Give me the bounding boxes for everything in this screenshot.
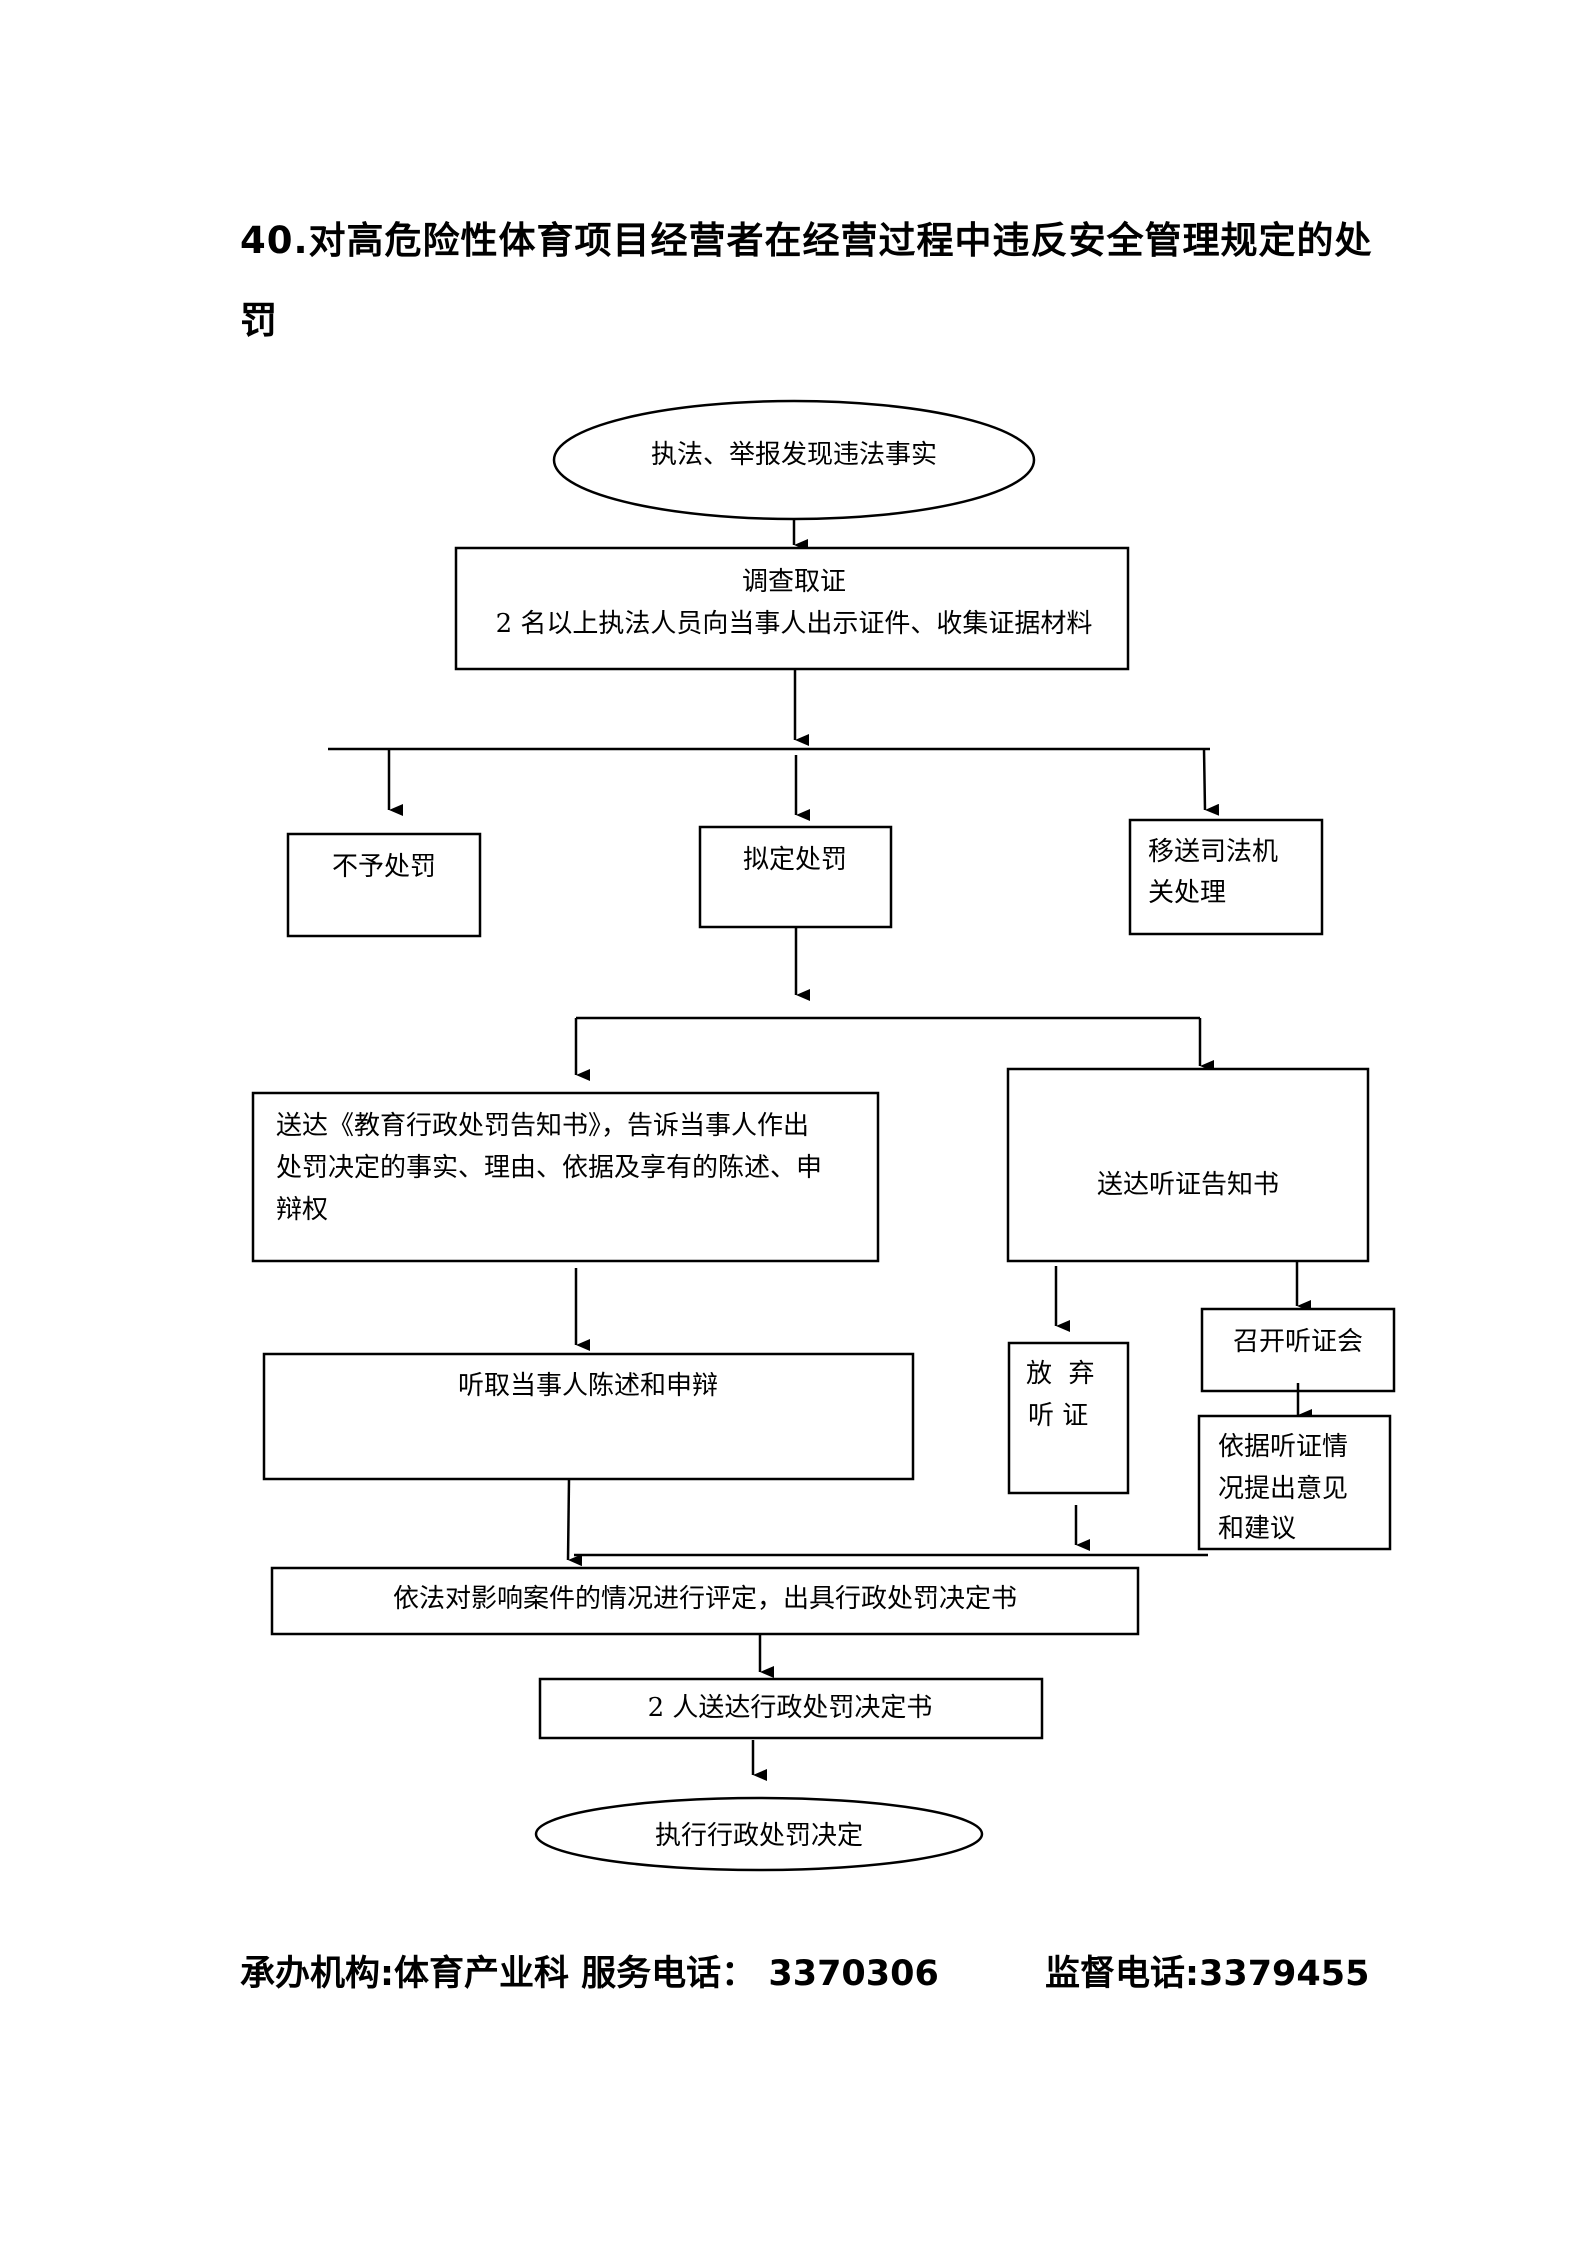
start-node: 执法、举报发现违法事实	[552, 399, 1036, 521]
no-penalty-node: 不予处罚	[286, 832, 482, 938]
hold-hearing-node: 召开听证会	[1200, 1307, 1396, 1393]
transfer-judicial-line1: 移送司法机	[1148, 837, 1278, 867]
footer-contact: 承办机构:体育产业科 服务电话： 3370306	[240, 1954, 939, 1994]
transfer-judicial-box	[1128, 818, 1324, 936]
end-node: 执行行政处罚决定	[534, 1796, 984, 1872]
waive-hearing-line1: 放 弃	[1026, 1359, 1095, 1389]
penalty-notice-line1: 送达《教育行政处罚告知书》，告诉当事人作出	[276, 1111, 809, 1141]
no-penalty-box	[286, 832, 482, 938]
penalty-notice-box	[251, 1091, 880, 1263]
hearing-opinion-line3: 和建议	[1218, 1514, 1296, 1544]
investigate-detail: 2 名以上执法人员向当事人出示证件、收集证据材料	[496, 609, 1093, 639]
listen-statement-node: 听取当事人陈述和申辩	[262, 1352, 915, 1481]
no-penalty-text: 不予处罚	[332, 852, 436, 882]
deliver-node: 2 人送达行政处罚决定书	[538, 1677, 1044, 1740]
waive-hearing-box	[1007, 1341, 1130, 1495]
propose-penalty-box	[698, 825, 893, 929]
waive-hearing-line2: 听 证	[1028, 1401, 1088, 1431]
evaluate-node: 依法对影响案件的情况进行评定，出具行政处罚决定书	[270, 1566, 1140, 1636]
penalty-notice-line3: 辩权	[276, 1195, 328, 1225]
document-title-continued: 罚	[240, 299, 278, 342]
hearing-opinion-line1: 依据听证情	[1218, 1432, 1348, 1462]
end-text: 执行行政处罚决定	[655, 1821, 863, 1851]
penalty-notice-node: 送达《教育行政处罚告知书》，告诉当事人作出 处罚决定的事实、理由、依据及享有的陈…	[251, 1091, 880, 1263]
transfer-judicial-line2: 关处理	[1148, 878, 1226, 908]
document-title: 40.对高危险性体育项目经营者在经营过程中违反安全管理规定的处	[240, 219, 1373, 262]
penalty-notice-line2: 处罚决定的事实、理由、依据及享有的陈述、申	[276, 1153, 822, 1183]
investigate-box	[454, 546, 1130, 671]
transfer-judicial-node: 移送司法机 关处理	[1128, 818, 1324, 936]
investigate-node: 调查取证 2 名以上执法人员向当事人出示证件、收集证据材料	[454, 546, 1130, 671]
hearing-notice-box	[1006, 1067, 1370, 1263]
propose-penalty-text: 拟定处罚	[743, 845, 847, 875]
arrow-listen-to-evaluate	[566, 1478, 583, 1567]
propose-penalty-node: 拟定处罚	[698, 825, 893, 929]
hearing-opinion-node: 依据听证情 况提出意见 和建议	[1197, 1414, 1392, 1551]
deliver-text: 2 人送达行政处罚决定书	[648, 1693, 933, 1723]
end-ellipse	[534, 1796, 984, 1872]
hold-hearing-text: 召开听证会	[1233, 1327, 1363, 1357]
hearing-opinion-box	[1197, 1414, 1392, 1551]
evaluate-box	[270, 1566, 1140, 1636]
listen-statement-box	[262, 1352, 915, 1481]
footer-supervision: 监督电话:3379455	[1045, 1954, 1370, 1994]
start-text: 执法、举报发现违法事实	[651, 440, 937, 470]
investigate-title: 调查取证	[742, 567, 846, 597]
hearing-notice-text: 送达听证告知书	[1097, 1170, 1279, 1200]
deliver-box	[538, 1677, 1044, 1740]
arrow-to-transfer	[1202, 748, 1220, 816]
waive-hearing-node: 放 弃 听 证	[1007, 1341, 1130, 1495]
listen-statement-text: 听取当事人陈述和申辩	[458, 1371, 718, 1401]
evaluate-text: 依法对影响案件的情况进行评定，出具行政处罚决定书	[393, 1584, 1017, 1614]
hearing-opinion-line2: 况提出意见	[1218, 1474, 1348, 1504]
hearing-notice-node: 送达听证告知书	[1006, 1067, 1370, 1263]
